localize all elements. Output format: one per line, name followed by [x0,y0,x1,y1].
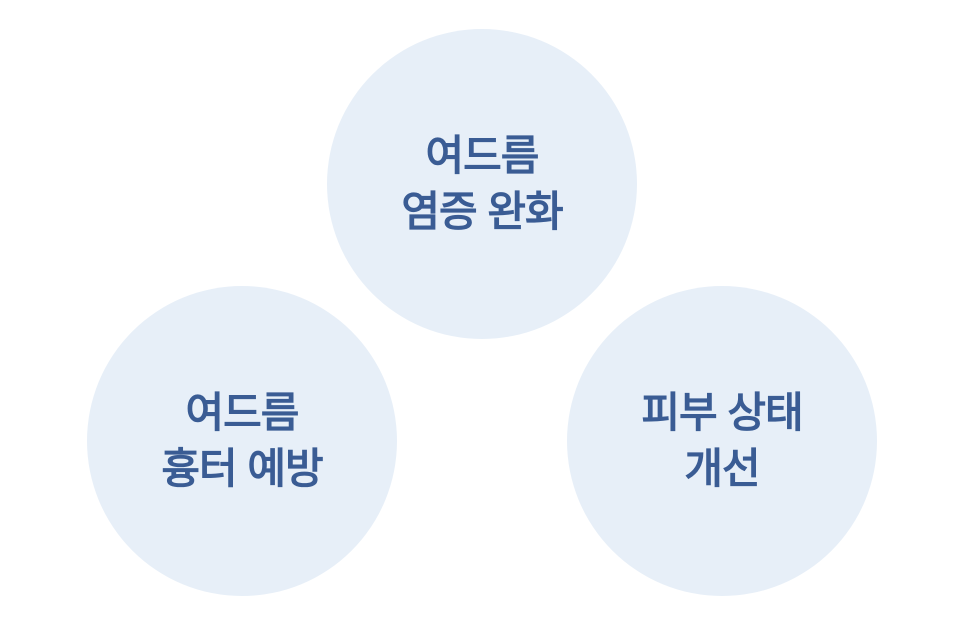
circle-label-line2: 흉터 예방 [161,445,323,492]
circle-label-line1: 여드름 [185,389,300,436]
circle-label-line2: 염증 완화 [401,188,563,235]
circle-label-line1: 피부 상태 [641,389,803,436]
circle-acne-inflammation-relief: 여드름 염증 완화 [327,29,637,339]
circle-label-line2: 개선 [684,445,760,492]
circle-label: 여드름 염증 완화 [401,128,563,240]
circle-acne-scar-prevention: 여드름 흉터 예방 [87,286,397,596]
circle-skin-condition-improvement: 피부 상태 개선 [567,286,877,596]
circle-label-line1: 여드름 [425,132,540,179]
circle-label: 여드름 흉터 예방 [161,385,323,497]
circle-label: 피부 상태 개선 [641,385,803,497]
